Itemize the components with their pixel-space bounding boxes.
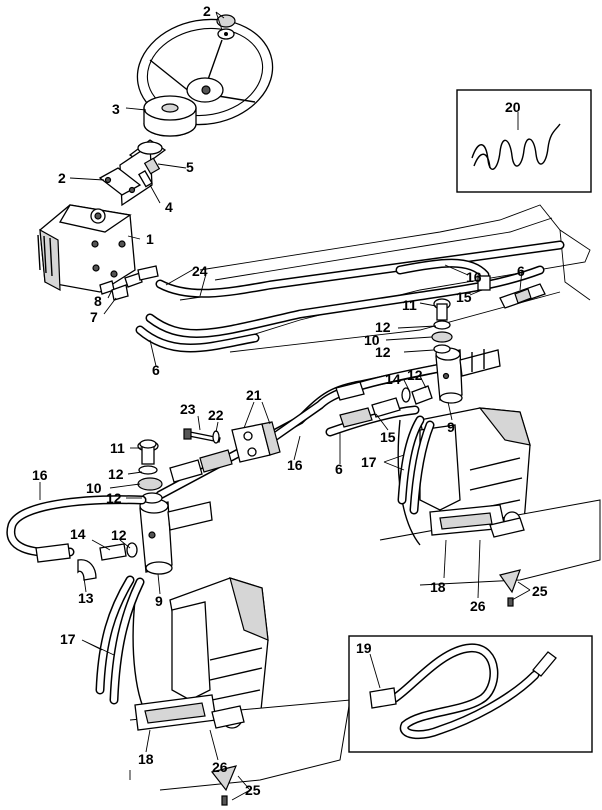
callout-14-right: 14 [385,371,401,387]
callout-15-mid: 15 [380,429,396,445]
callout-25-left: 25 [245,782,261,798]
pump-fittings [99,265,159,301]
callout-22: 22 [208,407,224,423]
callout-12-right-a: 12 [375,319,391,335]
callout-16-mid: 16 [287,457,303,473]
callout-3: 3 [112,101,120,117]
hose-upper-right [395,258,491,291]
fitting-upper-right [499,283,546,309]
callout-21: 21 [246,387,262,403]
callout-1: 1 [146,231,154,247]
fittings-right-mid [335,381,433,428]
hoses-main [135,240,565,353]
callout-26-right: 26 [470,598,486,614]
outdrive-right [379,407,601,586]
callout-18-right: 18 [430,579,446,595]
callout-6-right: 6 [517,263,525,279]
callout-6-mid: 6 [335,461,343,477]
callout-5: 5 [186,159,194,175]
inset-hose [348,635,593,753]
callout-25-right: 25 [532,583,548,599]
callout-12-right-c: 12 [407,367,423,383]
steering-column [98,139,167,207]
callout-17-right: 17 [361,454,377,470]
callout-14-left: 14 [70,526,86,542]
callout-9-right: 9 [447,419,455,435]
callout-11-left: 11 [110,440,125,456]
callout-23: 23 [180,401,196,417]
hose-left-loop [6,495,147,563]
callout-12-right-b: 12 [375,344,391,360]
callout-11-right: 11 [402,297,417,313]
hose-clamp-block [231,421,281,463]
hoses-middle [155,363,445,500]
callout-12-left-b: 12 [106,490,122,506]
leader-lines [39,11,531,801]
banjo-stack-right [431,298,453,354]
banjo-bolt-left [139,439,157,449]
callout-18-left: 18 [138,751,154,767]
callout-12-left-a: 12 [108,466,124,482]
callout-8: 8 [94,293,102,309]
callout-10-left: 10 [86,480,102,496]
bracket-right [499,569,521,607]
callout-9-left: 9 [155,593,163,609]
inset-spiral-wrap [456,89,592,193]
callout-4: 4 [165,199,173,215]
callout-20: 20 [505,99,521,115]
callout-12-left-c: 12 [111,527,127,543]
column-fitting [138,157,161,188]
cylinder-left [139,498,213,575]
callout-13: 13 [78,590,94,606]
callout-16-top: 16 [466,269,482,285]
callout-2-mid: 2 [58,170,66,186]
tie-bar-left [134,694,245,731]
callout-17-left: 17 [60,631,76,647]
short-hoses-left [95,575,145,705]
callout-labels: 2 3 2 5 4 1 24 8 7 6 16 6 15 11 12 10 12… [32,3,548,798]
callout-7: 7 [90,309,98,325]
callout-24: 24 [192,263,208,279]
bracket-left [210,765,238,806]
callout-19: 19 [356,640,372,656]
wheel-nut-washer [216,14,236,40]
hub-cover [143,95,197,137]
callout-16-left: 16 [32,467,48,483]
outdrive-left [129,577,351,791]
clamp-bolt [183,428,221,444]
callout-26-left: 26 [212,759,228,775]
cylinder-right [435,347,501,404]
callout-2-top: 2 [203,3,211,19]
tie-bar-right [429,504,525,538]
callout-10-right: 10 [364,332,380,348]
helm-pump [37,204,136,293]
short-hoses-right [397,415,435,515]
callout-15-top: 15 [456,289,472,305]
callout-6-left: 6 [152,362,160,378]
